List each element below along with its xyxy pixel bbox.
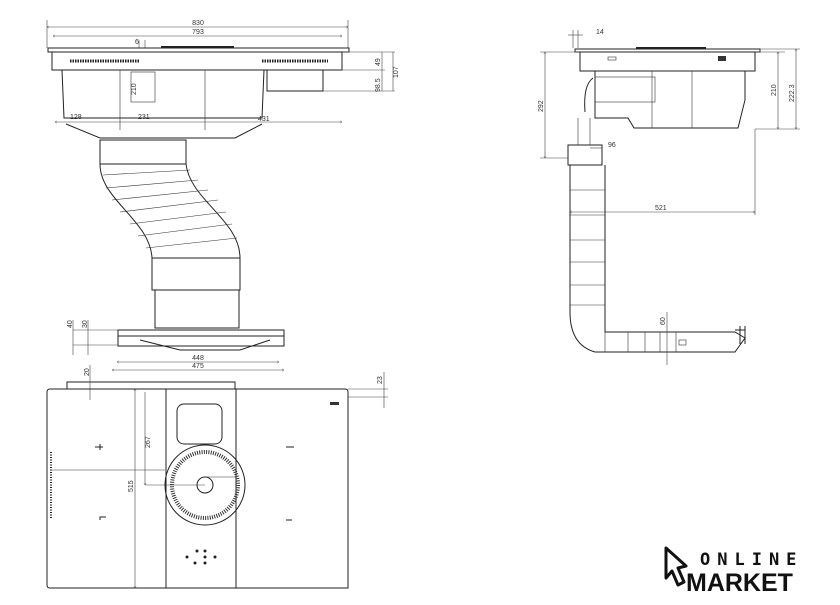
hob-top	[46, 388, 349, 589]
zone-marks	[95, 444, 294, 521]
dim-6: 6	[135, 39, 139, 46]
front-view: 830 793 6 210 49 107 98.5 128 231 431	[47, 20, 400, 370]
dim-222-3: 222.3	[789, 84, 796, 102]
intake-flap	[176, 403, 223, 445]
duct	[99, 139, 241, 329]
dim-515: 515	[128, 480, 135, 492]
dim-267: 267	[145, 436, 152, 448]
dim-96: 96	[608, 142, 616, 149]
side-duct	[567, 118, 746, 353]
side-hob-body	[579, 51, 756, 72]
dim-30: 30	[82, 320, 89, 328]
dim-49: 49	[375, 58, 382, 66]
dim-448: 448	[192, 355, 204, 362]
dim-40: 40	[67, 320, 74, 328]
dim-793: 793	[192, 29, 204, 36]
cursor-icon	[664, 546, 688, 587]
hob-glass	[47, 47, 350, 53]
logo-market: MARKET	[686, 569, 793, 597]
dim-210: 210	[131, 83, 138, 95]
online-market-logo: ONLINE MARKET	[664, 546, 803, 597]
dim-23: 23	[377, 376, 384, 384]
outlet-plate	[117, 329, 285, 337]
logo-online: ONLINE	[700, 550, 803, 570]
dim-107: 107	[393, 66, 400, 78]
dim-431: 431	[258, 116, 270, 123]
control-dots	[185, 549, 217, 565]
side-view: 14 292 210 222.3 96 521 60	[538, 29, 800, 365]
dim-521: 521	[655, 205, 667, 212]
dim-475: 475	[192, 363, 204, 370]
dim-20: 20	[84, 368, 91, 376]
motor-housing	[61, 69, 265, 119]
dim-14: 14	[596, 29, 604, 36]
dim-292: 292	[538, 100, 545, 112]
hob-body	[51, 51, 343, 71]
dim-128: 128	[70, 114, 82, 121]
dim-210-side: 210	[771, 84, 778, 96]
dim-98-5: 98.5	[375, 78, 382, 92]
dim-231: 231	[138, 114, 150, 121]
dim-830: 830	[192, 20, 204, 27]
top-view: 20 23 267 515	[46, 365, 388, 589]
dim-60: 60	[660, 317, 667, 325]
